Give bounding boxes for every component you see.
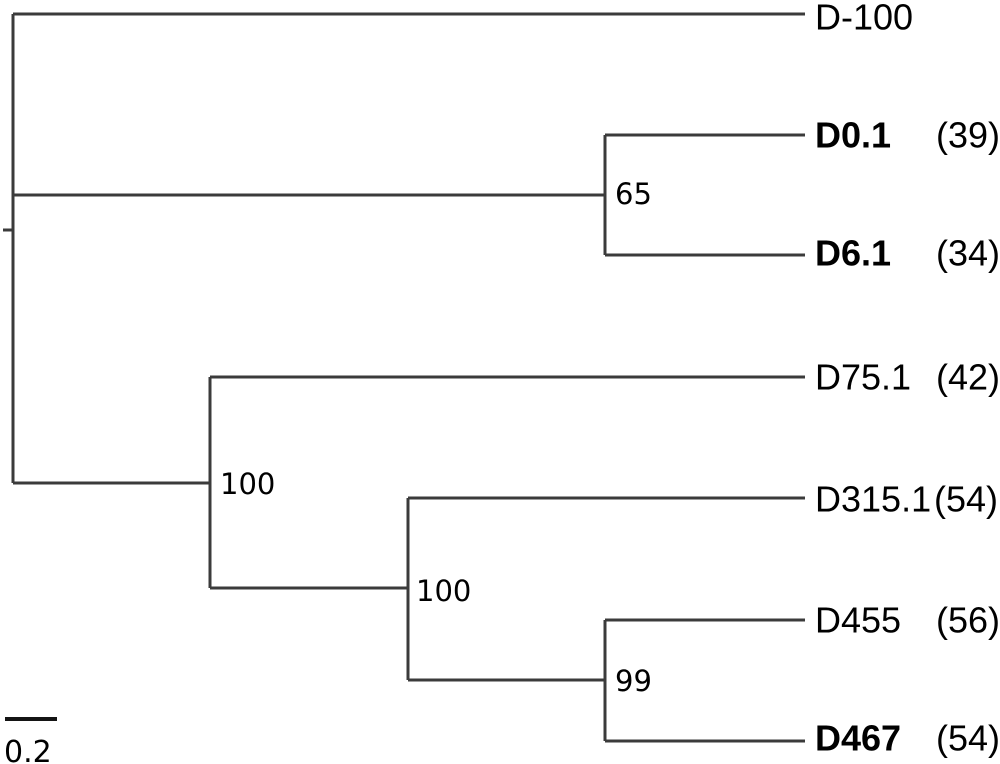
support-value: 100 xyxy=(220,467,275,501)
taxon-label-d315.1: D315.1 xyxy=(815,479,931,520)
taxon-count-d455: (56) xyxy=(936,600,1000,641)
support-value: 100 xyxy=(416,574,471,608)
scale-bar-label: 0.2 xyxy=(4,735,52,764)
taxon-label-d455: D455 xyxy=(815,600,901,641)
taxon-count-d6.1: (34) xyxy=(936,233,1000,274)
taxon-label-d-100: D-100 xyxy=(815,0,913,38)
taxon-label-d6.1: D6.1 xyxy=(815,233,891,274)
taxon-label-d0.1: D0.1 xyxy=(815,115,891,156)
taxon-count-d315.1: (54) xyxy=(934,479,998,520)
taxon-label-d467: D467 xyxy=(815,718,901,759)
support-value: 99 xyxy=(615,664,652,698)
support-value: 65 xyxy=(615,177,652,211)
taxon-count-d0.1: (39) xyxy=(936,115,1000,156)
taxon-count-d467: (54) xyxy=(936,718,1000,759)
taxon-label-d75.1: D75.1 xyxy=(815,357,911,398)
taxon-count-d75.1: (42) xyxy=(936,357,1000,398)
